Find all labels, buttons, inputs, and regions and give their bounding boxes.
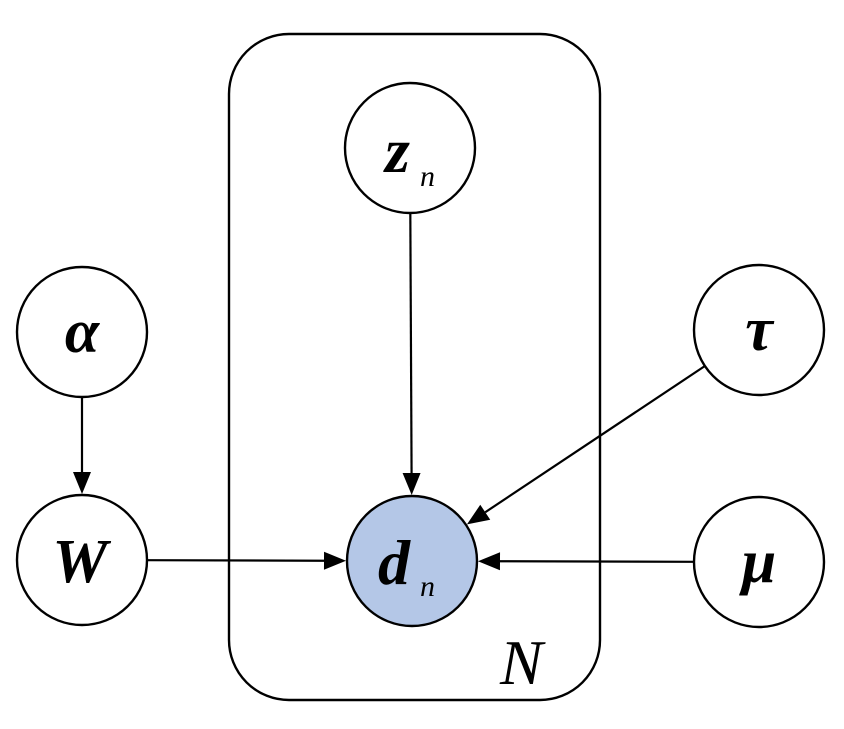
node-d-n-symbol: d [378, 527, 411, 598]
edge-W-to-d [146, 559, 325, 562]
node-w-circle [15, 493, 149, 627]
edge-z-to-d [409, 212, 413, 474]
edges-layer [73, 212, 706, 571]
node-d-n: d n [345, 494, 479, 628]
node-tau-circle [692, 263, 826, 397]
arrowhead-mu-to-d [477, 552, 501, 571]
arrowhead-W-to-d [323, 551, 347, 570]
node-z-n-symbol: z [383, 115, 410, 186]
node-alpha: α [15, 265, 149, 399]
arrowhead-z-to-d [402, 472, 421, 496]
node-w: W [15, 493, 149, 627]
node-z-n: z n [343, 81, 477, 215]
node-w-symbol: W [52, 528, 111, 596]
node-d-n-circle [345, 494, 479, 628]
node-alpha-circle [15, 265, 149, 399]
node-mu-symbol: μ [739, 528, 776, 596]
node-d-n-subscript: n [420, 570, 435, 603]
arrowhead-tau-to-d [466, 504, 491, 525]
node-alpha-symbol: α [65, 298, 101, 366]
edge-mu-to-d [499, 560, 695, 563]
node-z-n-subscript: n [420, 160, 435, 193]
node-mu: μ [692, 495, 826, 629]
node-tau-symbol: τ [745, 296, 775, 364]
arrowhead-alpha-to-W [73, 472, 91, 494]
edge-tau-to-d [484, 365, 706, 514]
plate-label: N [499, 627, 546, 698]
node-tau: τ [692, 263, 826, 397]
node-z-n-circle [343, 81, 477, 215]
node-mu-circle [692, 495, 826, 629]
plate-n [227, 32, 602, 702]
